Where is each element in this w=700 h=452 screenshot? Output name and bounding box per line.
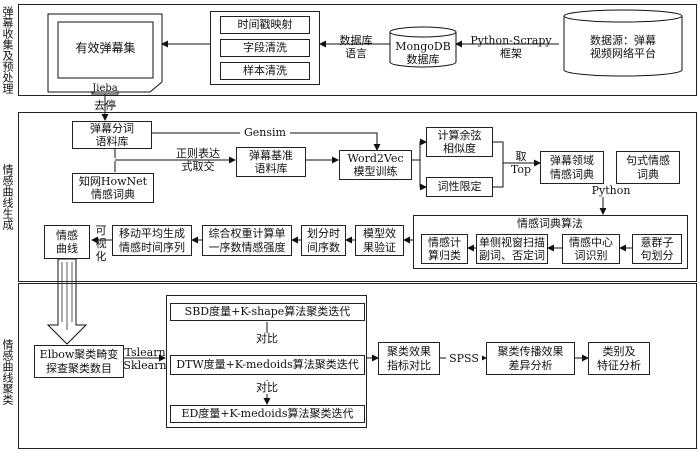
sentence-group-box: 意群子 句划分: [632, 234, 682, 264]
valid-set-label: 有效弹幕集: [75, 41, 136, 55]
moving-average-box: 移动平均生成 情感时间序列: [112, 225, 192, 256]
domain-dict-box: 弹幕领域 情感词典: [540, 151, 604, 184]
window-scan-box: 单侧视窗扫描 副词、否定词: [476, 234, 548, 264]
visualize-label: 可 视 化: [95, 224, 107, 264]
metric-compare-box: 聚类效果 指标对比: [378, 342, 440, 375]
pos-box: 词性限定: [426, 177, 493, 197]
cluster-frame: [166, 295, 367, 428]
cleaning-group: [210, 11, 320, 85]
sample-clean-box: 样本清洗: [220, 62, 310, 80]
sbd-box: SBD度量+K-shape算法聚类迭代: [170, 303, 365, 321]
top-label: 取 Top: [510, 150, 532, 177]
section-label-generate: 情感曲线生成: [1, 164, 14, 230]
weight-box: 综合权重计算单 一序数情感强度: [202, 225, 292, 256]
dtw-box: DTW度量+K-medoids算法聚类迭代: [170, 355, 365, 375]
section-frame-cluster: [18, 283, 697, 449]
baseline-corpus-box: 弹幕基准 语料库: [236, 147, 306, 177]
db-language-label: 数据库 语言: [339, 34, 373, 61]
section-frame-collect: [18, 4, 697, 96]
section-label-collect: 弹幕收集及预处理: [1, 6, 14, 94]
regex-label: 正则表达 式取交: [176, 147, 220, 174]
compare-label-1: 对比: [256, 332, 278, 345]
arrow-to-pos: [419, 160, 427, 191]
spss-label: SPSS: [446, 352, 482, 366]
arrow-corpus-to-w2v: [152, 132, 381, 151]
jieba-label: Jieba: [92, 83, 118, 94]
scrapy-label: Python-Scrapy 框架: [470, 34, 552, 61]
algo-title: 情感词典算法: [517, 217, 583, 230]
emotion-curve-box: 情感 曲线: [44, 225, 90, 259]
algo-frame: [413, 215, 688, 269]
model-validate-box: 模型效 果验证: [355, 225, 404, 256]
gensim-label: Gensim: [240, 126, 290, 140]
category-box: 类别及 特征分析: [588, 342, 650, 375]
python-label: Python: [589, 184, 633, 198]
arrow-to-cosine: [419, 138, 427, 160]
sentence-dict-box: 句式情感 词典: [616, 151, 680, 184]
timestamp-box: 时间戳映射: [220, 16, 310, 34]
timeseq-box: 划分时 间序数: [301, 225, 346, 256]
mongodb-label: MongoDB 数据库: [395, 40, 451, 67]
compare-label-2: 对比: [252, 381, 282, 395]
cosine-box: 计算余弦 相似度: [426, 127, 493, 157]
field-clean-box: 字段清洗: [220, 39, 310, 57]
center-word-box: 情感中心 词识别: [562, 234, 620, 264]
corpus-box: 弹幕分词 语料库: [72, 121, 152, 149]
hownet-box: 知网HowNet 情感词典: [72, 173, 154, 203]
datasource-label: 数据源：弹幕 视频网络平台: [590, 34, 656, 61]
ed-box: ED度量+K-medoids算法聚类迭代: [170, 405, 365, 423]
word2vec-box: Word2Vec 模型训练: [339, 150, 412, 180]
tslearn-label: Tslearn Sklearn: [123, 346, 167, 373]
calc-box: 情感计 算归类: [421, 234, 468, 264]
elbow-box: Elbow聚类畸变 探查聚类数目: [34, 345, 124, 378]
stopword-label: 去停: [94, 99, 116, 112]
section-frame-generate: [18, 112, 697, 282]
section-label-cluster: 情感曲线聚类: [1, 339, 14, 405]
diff-analysis-box: 聚类传播效果 差异分析: [486, 342, 575, 375]
